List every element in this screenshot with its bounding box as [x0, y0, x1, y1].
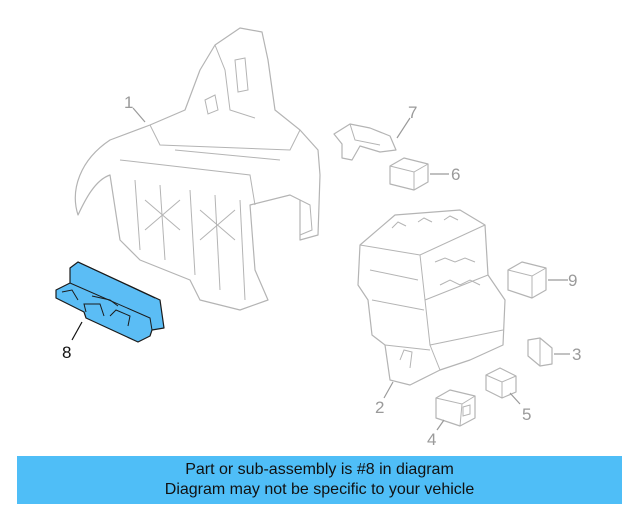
- leader-lines: [71, 107, 570, 431]
- banner-line-1: Part or sub-assembly is #8 in diagram: [185, 461, 454, 478]
- banner-line-2: Diagram may not be specific to your vehi…: [164, 481, 475, 498]
- callout-1[interactable]: 1: [124, 93, 133, 112]
- part-5-fuse: [485, 367, 517, 399]
- leader-2: [383, 381, 394, 399]
- leader-8: [71, 321, 83, 341]
- leader-4: [436, 419, 445, 431]
- callout-6[interactable]: 6: [451, 165, 460, 184]
- part-9-relay: [507, 261, 547, 299]
- callout-2[interactable]: 2: [375, 398, 384, 417]
- part-6-relay: [389, 157, 429, 191]
- part-4-relay: [435, 389, 476, 427]
- part-1-support-bracket: [74, 27, 321, 311]
- callout-4[interactable]: 4: [427, 430, 436, 449]
- leader-5: [509, 392, 521, 405]
- parts-diagram: 1 2 3 4 5 6 7 8 9: [55, 27, 581, 449]
- callout-5[interactable]: 5: [522, 405, 531, 424]
- part-3-fuse: [527, 337, 553, 367]
- callout-3[interactable]: 3: [572, 345, 581, 364]
- leader-7: [396, 117, 411, 139]
- part-2-fuse-box: [357, 209, 506, 386]
- callout-8[interactable]: 8: [62, 343, 71, 362]
- info-banner: Part or sub-assembly is #8 in diagram Di…: [17, 456, 622, 504]
- callout-7[interactable]: 7: [408, 103, 417, 122]
- part-7-clip: [333, 123, 397, 161]
- leader-1: [132, 107, 146, 123]
- part-8-cover-highlighted: [55, 261, 165, 343]
- callout-9[interactable]: 9: [568, 271, 577, 290]
